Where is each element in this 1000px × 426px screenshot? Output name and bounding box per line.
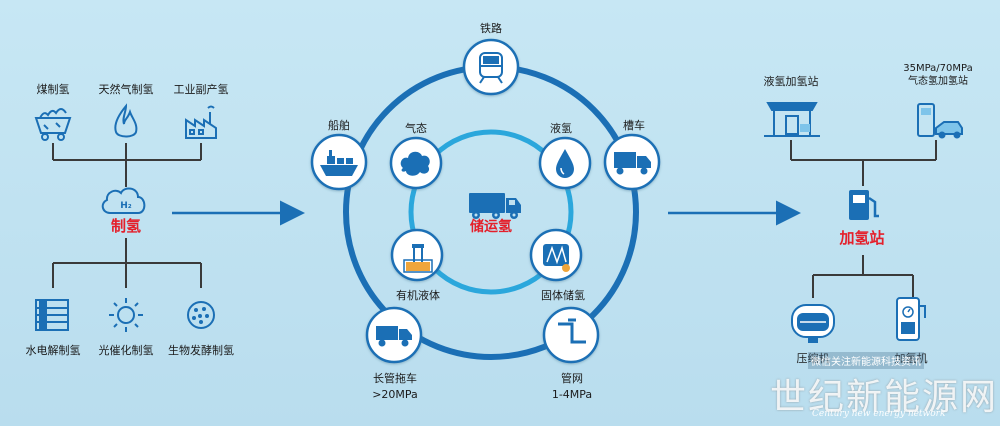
liquid-station-icon (764, 102, 820, 137)
flame-icon (114, 103, 138, 138)
truck-icon (469, 193, 521, 219)
inner-ring (408, 129, 574, 295)
label-bio-fermentation: 生物发酵制氢 (168, 344, 234, 357)
label-gas-station: 气态氢加氢站 (908, 76, 968, 87)
coal-cart-icon (34, 108, 72, 141)
sun-icon (109, 298, 143, 332)
label-electrolysis: 水电解制氢 (25, 344, 81, 357)
electrolysis-icon (35, 299, 69, 331)
watermark-subtitle: Century new energy network (812, 409, 946, 419)
watermark-overlay-text: 微信关注新能源科技资讯 (808, 352, 924, 369)
gas-cloud-icon (400, 151, 430, 176)
organic-liquid-icon (403, 244, 433, 273)
gas-station-icon (917, 103, 963, 139)
solid-storage-icon (543, 244, 570, 272)
title-storage: 储运氢 (470, 219, 512, 235)
title-station: 加氢站 (839, 229, 885, 247)
label-rail: 铁路 (480, 22, 502, 35)
label-natural-gas: 天然气制氢 (98, 83, 154, 96)
label-tanker: 槽车 (623, 119, 645, 132)
label-pipeline-pressure: 1-4MPa (551, 388, 593, 401)
tube-trailer-icon (376, 326, 412, 347)
label-compressor: 压缩机 (796, 352, 830, 365)
label-tube-trailer-pressure: >20MPa (372, 388, 418, 401)
label-coal: 煤制氢 (36, 83, 70, 96)
label-ship: 船舶 (328, 119, 350, 132)
label-pipeline: 管网 (561, 372, 583, 385)
droplet-icon (556, 149, 574, 178)
production-tree-lines (52, 143, 202, 288)
label-gas: 气态 (405, 122, 427, 135)
label-liquid: 液氢 (550, 122, 572, 135)
label-gas-station-pressure: 35MPa/70MPa (903, 63, 973, 74)
watermark-title: 世纪新能源网 (770, 377, 999, 418)
h2-cloud-icon (101, 187, 146, 214)
label-solid-storage: 固体储氢 (541, 289, 585, 302)
train-icon (479, 52, 503, 84)
station-tree-lines (790, 140, 937, 298)
label-industrial-byproduct: 工业副产氢 (173, 83, 229, 96)
tanker-truck-icon (614, 152, 651, 175)
fuel-pump-icon (849, 190, 879, 220)
ship-icon (320, 150, 358, 176)
dispenser-icon (896, 297, 926, 341)
pipeline-icon (558, 318, 586, 344)
compressor-icon (791, 304, 835, 343)
label-photocatalysis: 光催化制氢 (98, 344, 154, 357)
label-dispenser: 加氢机 (894, 352, 928, 365)
title-production: 制氢 (110, 217, 142, 235)
label-organic-liquid: 有机液体 (396, 289, 440, 302)
label-liquid-station: 液氢加氢站 (763, 75, 819, 88)
label-tube-trailer: 长管拖车 (373, 372, 417, 385)
bio-fermentation-icon (187, 301, 215, 329)
h2-badge: H₂ (120, 201, 132, 211)
factory-icon (185, 105, 217, 139)
